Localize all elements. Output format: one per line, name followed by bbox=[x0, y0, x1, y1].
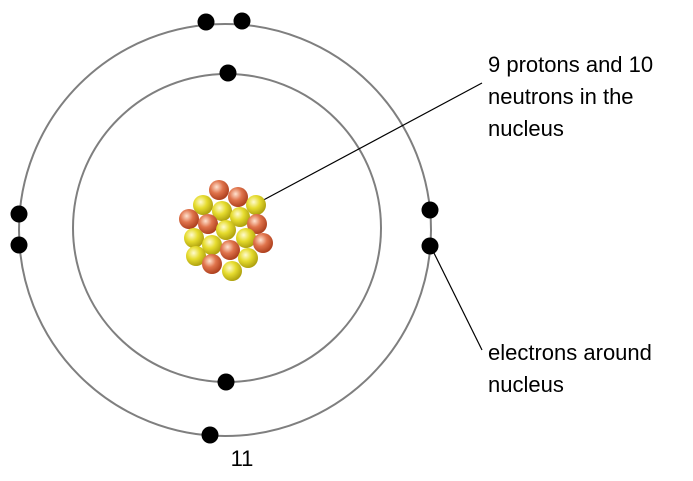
outer-orbit bbox=[18, 23, 432, 437]
nucleus-pointer-line bbox=[255, 82, 483, 205]
electrons-annotation-line-1: electrons around bbox=[488, 340, 652, 365]
page-number: 11 bbox=[230, 446, 254, 471]
proton bbox=[220, 240, 240, 260]
neutron bbox=[230, 207, 250, 227]
electron bbox=[217, 373, 235, 391]
electron-pointer-line bbox=[430, 246, 483, 351]
proton bbox=[202, 254, 222, 274]
electron bbox=[201, 426, 219, 444]
electron bbox=[219, 64, 237, 82]
proton bbox=[253, 233, 273, 253]
proton bbox=[179, 209, 199, 229]
neutron bbox=[222, 261, 242, 281]
electrons-annotation: electrons around nucleus bbox=[488, 337, 652, 401]
electron bbox=[197, 13, 215, 31]
proton bbox=[228, 187, 248, 207]
proton bbox=[247, 214, 267, 234]
electrons-annotation-line-2: nucleus bbox=[488, 372, 564, 397]
proton bbox=[198, 214, 218, 234]
neutron bbox=[202, 235, 222, 255]
neutron bbox=[216, 220, 236, 240]
neutron bbox=[246, 195, 266, 215]
electron bbox=[421, 201, 439, 219]
neutron bbox=[193, 195, 213, 215]
nucleus bbox=[179, 180, 273, 281]
neutron bbox=[184, 228, 204, 248]
nucleus-annotation-line-1: 9 protons and 10 bbox=[488, 52, 654, 77]
neutron bbox=[236, 228, 256, 248]
electron bbox=[10, 236, 28, 254]
electron bbox=[421, 237, 439, 255]
neutron bbox=[238, 248, 258, 268]
proton bbox=[209, 180, 229, 200]
nucleus-annotation-line-3: nucleus bbox=[488, 116, 564, 141]
nucleus-annotation-line-2: neutrons in the bbox=[488, 84, 634, 109]
nucleus-annotation: 9 protons and 10 neutrons in the nucleus bbox=[488, 49, 653, 145]
electron bbox=[233, 12, 251, 30]
neutron bbox=[186, 246, 206, 266]
neutron bbox=[212, 201, 232, 221]
electron bbox=[10, 205, 28, 223]
